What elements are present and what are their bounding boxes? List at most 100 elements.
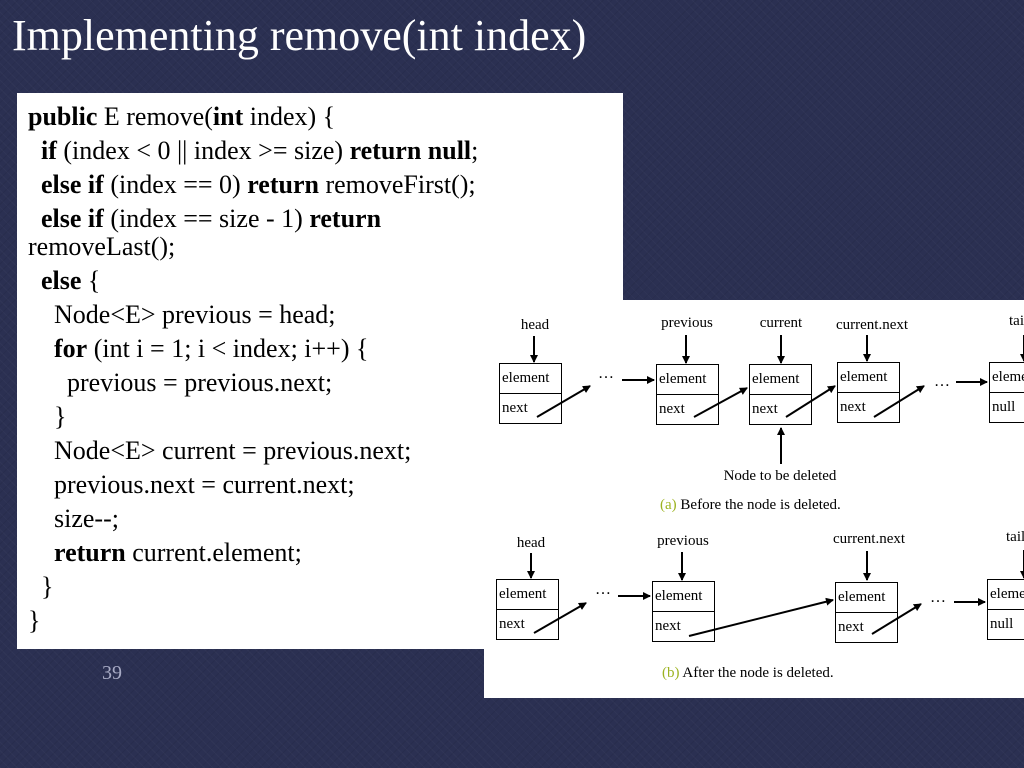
- code-keyword: return: [247, 170, 319, 199]
- node-tail: element null: [987, 579, 1024, 640]
- svg-text:next: next: [752, 401, 779, 417]
- link-arrow: [873, 385, 925, 418]
- code-keyword: if: [41, 136, 57, 165]
- svg-text:element: element: [499, 586, 547, 602]
- code-text: removeLast();: [28, 232, 176, 261]
- code-keyword: int: [212, 102, 244, 131]
- svg-text:next: next: [655, 618, 682, 634]
- ellipsis: …: [598, 365, 614, 382]
- link-arrow: [785, 385, 836, 418]
- node-previous: element next: [656, 364, 719, 425]
- svg-text:next: next: [499, 616, 526, 632]
- code-line: else {: [28, 268, 100, 294]
- diagram-after: head previous current.next tail element …: [496, 529, 1024, 681]
- code-line: }: [28, 404, 66, 430]
- ellipsis: …: [934, 373, 950, 390]
- code-line: return current.element;: [28, 540, 302, 566]
- code-text: removeFirst();: [318, 170, 476, 199]
- code-keyword: else if: [41, 204, 104, 233]
- code-text: (index == 0): [103, 170, 248, 199]
- code-text: ;: [471, 136, 479, 165]
- code-text: }: [28, 572, 54, 601]
- node-current: element next: [749, 364, 812, 425]
- link-arrow: [871, 603, 922, 635]
- diagram-panel: head previous current current.next tail …: [484, 300, 1024, 698]
- caption-text: After the node is deleted.: [680, 665, 834, 681]
- svg-text:next: next: [840, 399, 867, 415]
- code-text: [28, 204, 41, 233]
- caption-letter: (a): [660, 497, 677, 513]
- svg-text:element: element: [752, 371, 800, 387]
- code-text: (int i = 1; i < index; i++) {: [87, 334, 369, 363]
- code-line: previous.next = current.next;: [28, 472, 355, 498]
- node-tail: element null: [989, 362, 1024, 423]
- node-to-be-deleted-label: Node to be deleted: [724, 468, 837, 484]
- code-text: (index == size - 1): [103, 204, 310, 233]
- ellipsis: …: [595, 581, 611, 598]
- code-line: }: [28, 574, 53, 600]
- previous-label: previous: [657, 533, 709, 549]
- node-head: element next: [496, 579, 559, 640]
- caption-text: Before the node is deleted.: [677, 497, 841, 513]
- code-keyword: else if: [41, 170, 104, 199]
- link-arrow: [693, 387, 748, 418]
- code-text: previous.next = current.next;: [28, 470, 355, 499]
- svg-text:null: null: [990, 616, 1013, 632]
- svg-text:next: next: [659, 401, 686, 417]
- link-arrow: [688, 597, 834, 637]
- code-line: public E remove(int index) {: [28, 104, 335, 130]
- code-keyword: public: [28, 102, 98, 131]
- code-line: previous = previous.next;: [28, 370, 332, 396]
- code-text: {: [81, 266, 101, 295]
- code-text: previous = previous.next;: [28, 368, 333, 397]
- ellipsis: …: [930, 589, 946, 606]
- code-text: size--;: [28, 504, 119, 533]
- code-line: else if (index == 0) return removeFirst(…: [28, 172, 476, 198]
- caption-letter: (b): [662, 665, 680, 681]
- code-text: E remove(: [97, 102, 213, 131]
- code-text: [28, 170, 41, 199]
- code-text: Node<E> previous = head;: [28, 300, 336, 329]
- link-arrow: [536, 385, 591, 418]
- slide-title: Implementing remove(int index): [12, 11, 587, 60]
- svg-text:element: element: [838, 589, 886, 605]
- code-text: [28, 334, 54, 363]
- code-line: Node<E> current = previous.next;: [28, 438, 411, 464]
- caption-b: (b) After the node is deleted.: [662, 665, 834, 681]
- node-head: element next: [499, 363, 562, 424]
- current-next-label: current.next: [833, 531, 906, 547]
- code-text: }: [28, 606, 41, 635]
- code-text: [28, 538, 54, 567]
- code-line: removeLast();: [28, 234, 175, 260]
- code-keyword: return null: [349, 136, 472, 165]
- code-text: (index < 0 || index >= size): [56, 136, 350, 165]
- code-line: }: [28, 608, 40, 634]
- tail-label: tail: [1009, 313, 1024, 329]
- tail-label: tail: [1006, 529, 1024, 545]
- code-keyword: for: [54, 334, 88, 363]
- svg-text:null: null: [992, 399, 1015, 415]
- svg-text:element: element: [990, 586, 1024, 602]
- code-text: index) {: [243, 102, 336, 131]
- current-label: current: [760, 315, 803, 331]
- head-label: head: [517, 535, 546, 551]
- code-line: if (index < 0 || index >= size) return n…: [28, 138, 478, 164]
- code-line: else if (index == size - 1) return: [28, 206, 381, 232]
- node-current-next: element next: [835, 582, 898, 643]
- svg-text:next: next: [838, 619, 865, 635]
- code-line: for (int i = 1; i < index; i++) {: [28, 336, 368, 362]
- svg-text:element: element: [659, 371, 707, 387]
- node-current-next: element next: [837, 362, 900, 423]
- link-arrow: [533, 602, 587, 634]
- current-next-label: current.next: [836, 317, 909, 333]
- code-text: Node<E> current = previous.next;: [28, 436, 412, 465]
- svg-text:next: next: [502, 400, 529, 416]
- code-text: current.element;: [125, 538, 302, 567]
- slide-number: 39: [102, 662, 122, 684]
- diagram-before: head previous current current.next tail …: [499, 313, 1024, 513]
- svg-text:element: element: [502, 370, 550, 386]
- head-label: head: [521, 317, 550, 333]
- code-keyword: return: [54, 538, 126, 567]
- code-text: [28, 266, 41, 295]
- svg-text:element: element: [992, 369, 1024, 385]
